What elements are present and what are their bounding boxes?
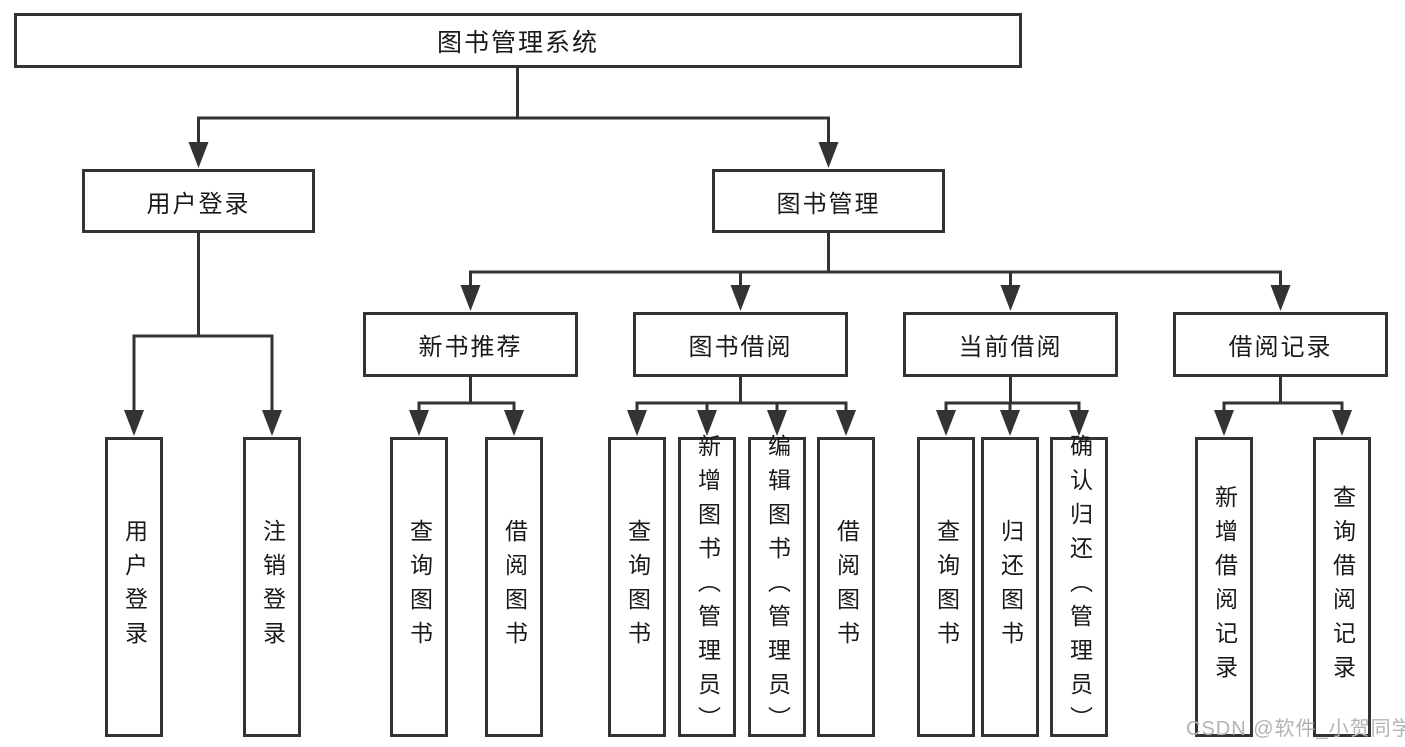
node-root-label: 图书管理系统 [436, 28, 599, 57]
leaf-edit-book-admin: 编辑图书（管理员） [748, 434, 806, 740]
leaf-user-login-label: 用户登录 [121, 519, 148, 655]
node-current-borrowing: 当前借阅 [903, 312, 1118, 377]
leaf-borrow-books-recommend-label: 借阅图书 [501, 519, 528, 655]
leaf-query-books-recommend-label: 查询图书 [406, 519, 433, 655]
node-current-borrowing-label: 当前借阅 [958, 334, 1063, 361]
leaf-query-books-current: 查询图书 [917, 437, 975, 737]
leaf-query-borrow-record-label: 查询借阅记录 [1329, 485, 1356, 689]
leaf-query-books-borrowing: 查询图书 [608, 437, 666, 737]
leaf-add-book-admin-label: 新增图书（管理员） [694, 434, 721, 740]
node-user-login: 用户登录 [82, 169, 315, 233]
leaf-query-books-borrowing-label: 查询图书 [624, 519, 651, 655]
leaf-query-books-recommend: 查询图书 [390, 437, 448, 737]
leaf-add-book-admin: 新增图书（管理员） [678, 434, 736, 740]
node-borrowing-records-label: 借阅记录 [1228, 334, 1333, 361]
node-book-borrowing-label: 图书借阅 [688, 334, 793, 361]
leaf-query-borrow-record: 查询借阅记录 [1313, 437, 1371, 737]
leaf-query-books-current-label: 查询图书 [933, 519, 960, 655]
node-book-borrowing: 图书借阅 [633, 312, 848, 377]
leaf-add-borrow-record: 新增借阅记录 [1195, 437, 1253, 737]
leaf-confirm-return-admin: 确认归还（管理员） [1050, 434, 1108, 740]
leaf-return-books-label: 归还图书 [997, 519, 1024, 655]
leaf-borrow-books-label: 借阅图书 [833, 519, 860, 655]
leaf-logout: 注销登录 [243, 437, 301, 737]
node-root: 图书管理系统 [14, 13, 1022, 68]
node-book-management-label: 图书管理 [776, 190, 881, 218]
node-borrowing-records: 借阅记录 [1173, 312, 1388, 377]
csdn-watermark: CSDN @软件_小贺同学 [1186, 718, 1405, 740]
leaf-borrow-books: 借阅图书 [817, 437, 875, 737]
leaf-return-books: 归还图书 [981, 437, 1039, 737]
leaf-add-borrow-record-label: 新增借阅记录 [1211, 485, 1238, 689]
leaf-confirm-return-admin-label: 确认归还（管理员） [1066, 434, 1093, 740]
node-new-book-recommend: 新书推荐 [363, 312, 578, 377]
leaf-borrow-books-recommend: 借阅图书 [485, 437, 543, 737]
node-user-login-label: 用户登录 [146, 190, 251, 218]
leaf-user-login: 用户登录 [105, 437, 163, 737]
node-new-book-recommend-label: 新书推荐 [418, 334, 523, 361]
leaf-logout-label: 注销登录 [259, 519, 286, 655]
node-book-management: 图书管理 [712, 169, 945, 233]
leaf-edit-book-admin-label: 编辑图书（管理员） [764, 434, 791, 740]
